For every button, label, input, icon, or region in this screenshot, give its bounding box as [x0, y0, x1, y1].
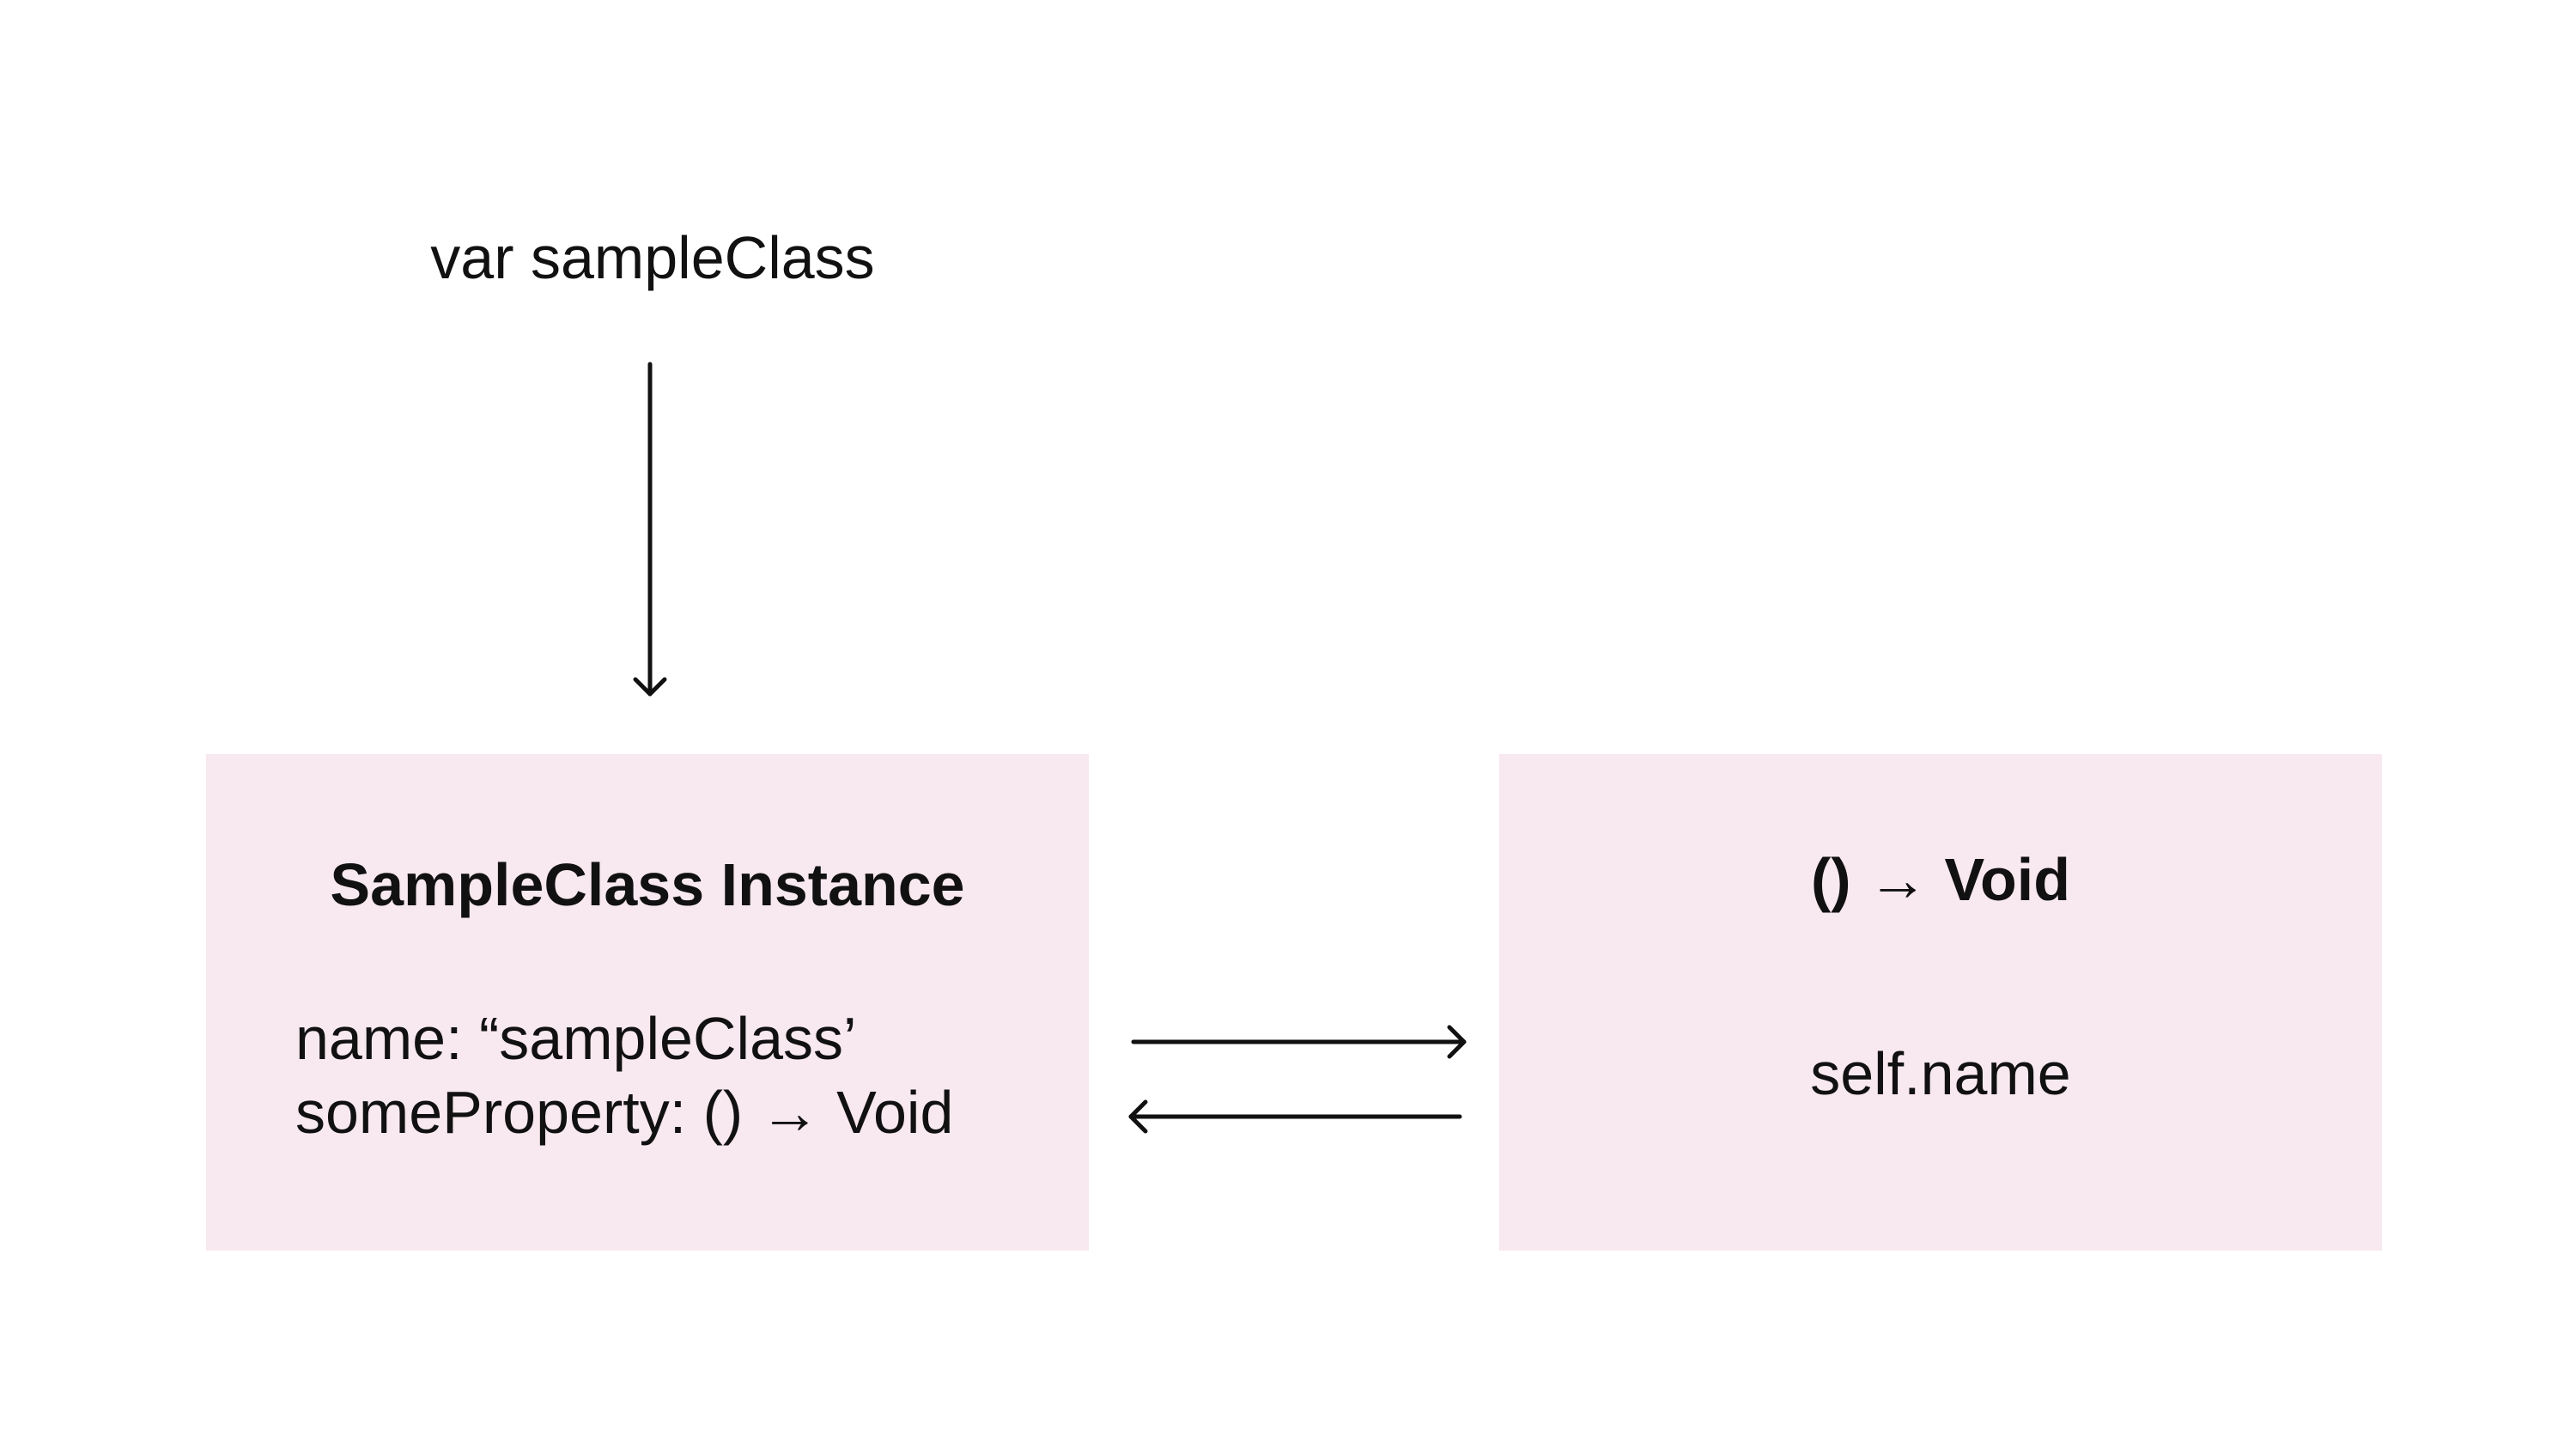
- instance-box: SampleClass Instance name: “sampleClass’…: [206, 754, 1089, 1251]
- closure-to-instance-arrow: [1128, 1099, 1462, 1134]
- property-some-property: someProperty: () → Void: [295, 1079, 954, 1146]
- closure-box: () → Void self.name: [1499, 754, 2382, 1251]
- instance-to-closure-arrow: [1131, 1025, 1467, 1059]
- variable-label: var sampleClass: [430, 224, 875, 291]
- closure-box-title: () → Void: [1811, 846, 2070, 913]
- instance-box-title: SampleClass Instance: [330, 851, 965, 918]
- instance-property-list: name: “sampleClass’ someProperty: () → V…: [295, 1002, 953, 1149]
- variable-to-instance-arrow: [633, 362, 667, 697]
- closure-body: self.name: [1810, 1040, 2071, 1107]
- property-name: name: “sampleClass’: [295, 1005, 857, 1072]
